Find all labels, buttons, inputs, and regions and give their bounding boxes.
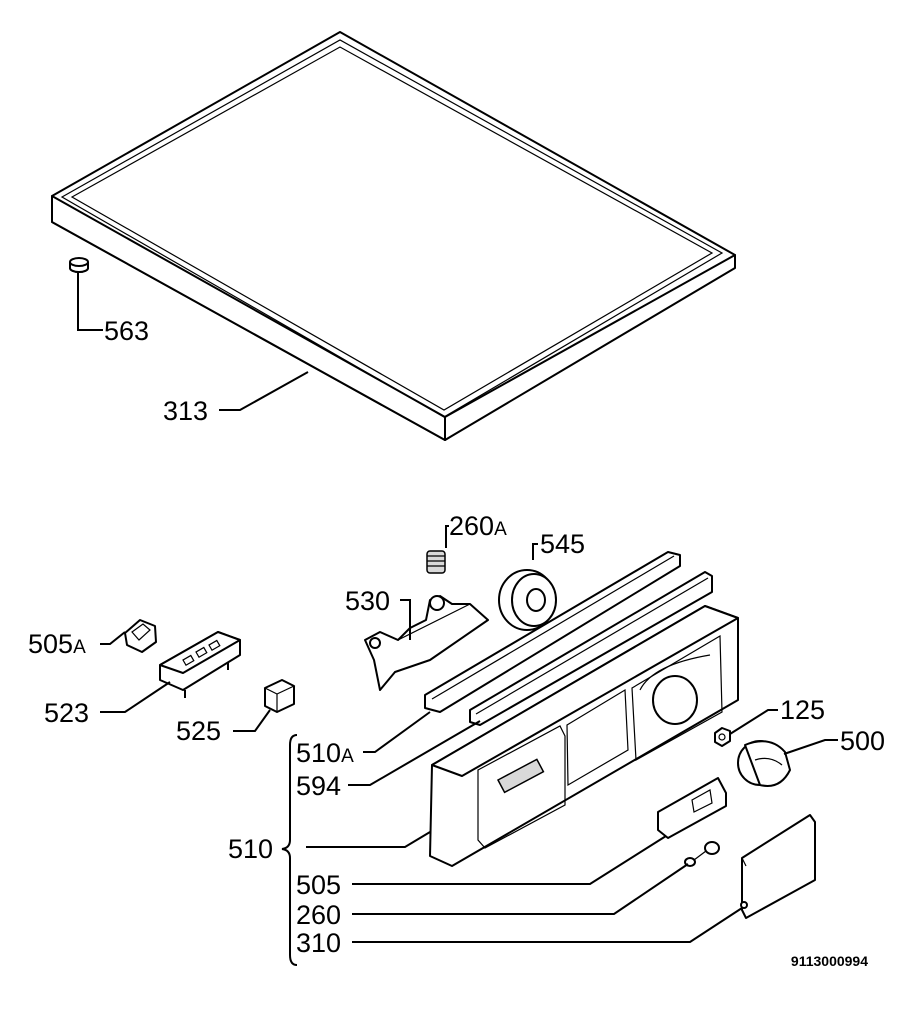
spring-part-260a	[426, 550, 446, 574]
callout-510: 510	[228, 834, 273, 864]
callout-313: 313	[163, 396, 208, 426]
rubber-foot-part	[69, 257, 89, 273]
document-number: 9113000994	[791, 953, 868, 969]
callout-125: 125	[780, 695, 825, 725]
flap-door-part	[740, 814, 816, 919]
callout-310: 310	[296, 928, 341, 958]
switch-block-part	[159, 631, 241, 698]
button-cap-part	[263, 679, 296, 713]
control-panel-fascia-part	[429, 605, 739, 867]
callout-563: 563	[104, 316, 149, 346]
leader-lines	[77, 272, 838, 966]
clip-part-505a	[124, 619, 157, 653]
callout-594: 594	[296, 771, 341, 801]
callout-500: 500	[840, 726, 885, 756]
callout-523: 523	[44, 698, 89, 728]
worktop-cover-part	[51, 31, 736, 441]
nut-part	[714, 727, 731, 747]
callout-530: 530	[345, 586, 390, 616]
callout-505a: 505A	[28, 629, 86, 659]
knob-disc-part	[498, 569, 557, 631]
knob-part	[737, 740, 791, 787]
callout-525: 525	[176, 716, 221, 746]
callout-505: 505	[296, 870, 341, 900]
callout-510a: 510A	[296, 738, 354, 768]
callout-260a: 260A	[449, 511, 507, 541]
callout-260: 260	[296, 900, 341, 930]
spring-part-260	[684, 841, 720, 867]
hinge-plate-part	[657, 777, 727, 839]
light-guide-strips-part	[424, 551, 713, 726]
callout-545: 545	[540, 529, 585, 559]
